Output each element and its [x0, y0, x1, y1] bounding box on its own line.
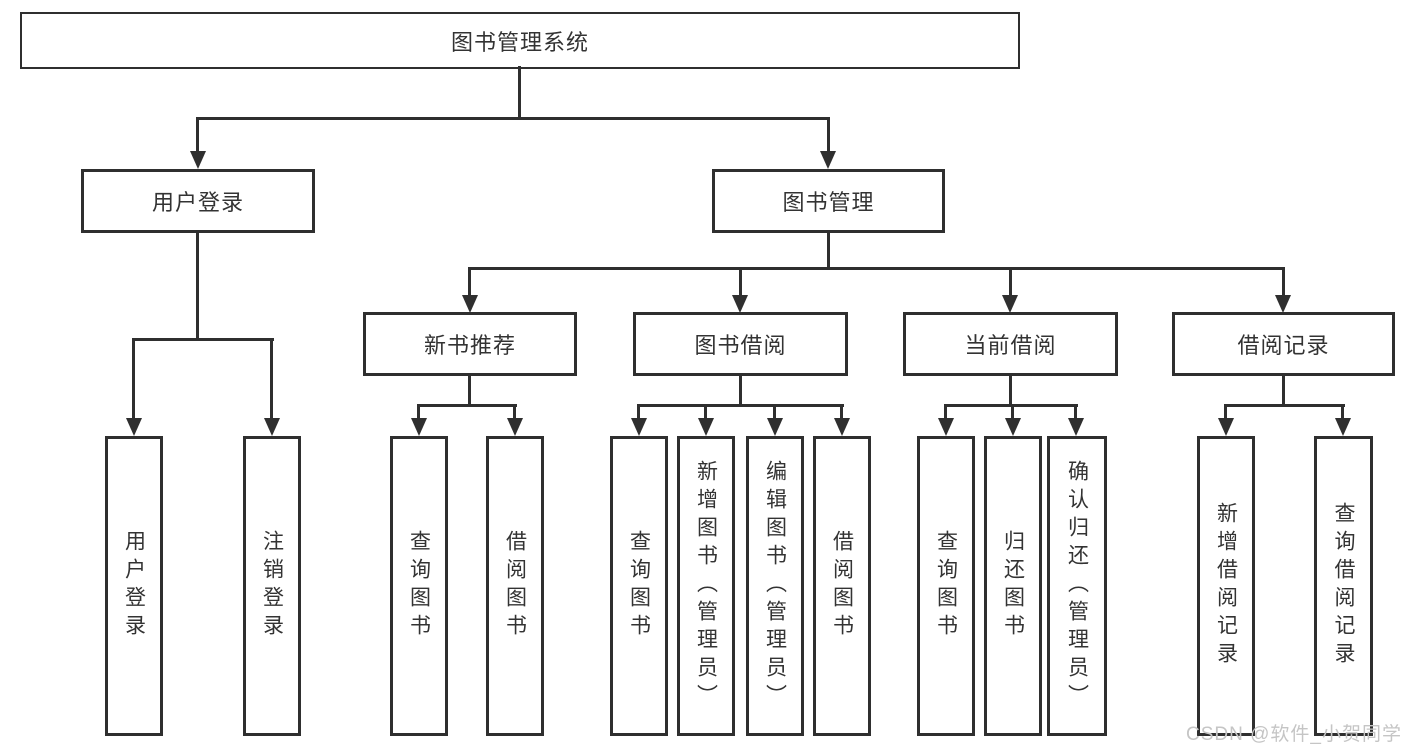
connector-line [827, 117, 830, 153]
connector-line [1341, 404, 1344, 421]
leaf-borrow-book-2-label: 借阅图书 [830, 530, 854, 642]
leaf-add-book-admin-label: 新增图书（管理员） [694, 460, 718, 712]
connector-line [637, 404, 844, 407]
arrow-down-icon [264, 418, 280, 436]
connector-line [944, 404, 947, 421]
node-root: 图书管理系统 [20, 12, 1020, 69]
watermark: CSDN @软件_小贺同学 [1186, 724, 1402, 745]
connector-line [196, 117, 830, 120]
connector-line [1282, 267, 1285, 297]
connector-line [773, 404, 776, 421]
connector-line [1074, 404, 1077, 421]
arrow-down-icon [1275, 295, 1291, 313]
connector-line [196, 231, 199, 341]
leaf-confirm-return-admin: 确认归还（管理员） [1047, 436, 1107, 736]
leaf-return-book: 归还图书 [984, 436, 1042, 736]
connector-line [1009, 267, 1012, 297]
connector-line [417, 404, 517, 407]
arrow-down-icon [1068, 418, 1084, 436]
connector-line [1224, 404, 1345, 407]
connector-line [637, 404, 640, 421]
connector-line [518, 66, 521, 120]
node-book-borrowing: 图书借阅 [633, 312, 848, 376]
leaf-add-book-admin: 新增图书（管理员） [677, 436, 735, 736]
leaf-edit-book-admin: 编辑图书（管理员） [746, 436, 804, 736]
arrow-down-icon [820, 151, 836, 169]
leaf-user-login-label: 用户登录 [122, 530, 146, 642]
connector-line [1011, 404, 1014, 421]
leaf-borrow-book-1: 借阅图书 [486, 436, 544, 736]
node-current-borrowing: 当前借阅 [903, 312, 1118, 376]
arrow-down-icon [462, 295, 478, 313]
leaf-query-book-1: 查询图书 [390, 436, 448, 736]
arrow-down-icon [1218, 418, 1234, 436]
connector-line [840, 404, 843, 421]
arrow-down-icon [507, 418, 523, 436]
connector-line [739, 267, 742, 297]
leaf-query-book-2-label: 查询图书 [627, 530, 651, 642]
node-borrowing-records: 借阅记录 [1172, 312, 1395, 376]
leaf-query-book-3: 查询图书 [917, 436, 975, 736]
connector-line [1282, 374, 1285, 407]
leaf-logout-login-label: 注销登录 [260, 530, 284, 642]
arrow-down-icon [834, 418, 850, 436]
node-user-login: 用户登录 [81, 169, 315, 233]
connector-line [196, 117, 199, 153]
connector-line [132, 338, 135, 421]
arrow-down-icon [126, 418, 142, 436]
leaf-query-book-3-label: 查询图书 [934, 530, 958, 642]
leaf-query-borrow-record: 查询借阅记录 [1314, 436, 1373, 736]
arrow-down-icon [1005, 418, 1021, 436]
connector-line [1224, 404, 1227, 421]
connector-line [417, 404, 420, 421]
leaf-edit-book-admin-label: 编辑图书（管理员） [763, 460, 787, 712]
arrow-down-icon [631, 418, 647, 436]
connector-line [468, 267, 471, 297]
connector-line [704, 404, 707, 421]
arrow-down-icon [1002, 295, 1018, 313]
arrow-down-icon [411, 418, 427, 436]
arrow-down-icon [698, 418, 714, 436]
arrow-down-icon [732, 295, 748, 313]
arrow-down-icon [1335, 418, 1351, 436]
leaf-borrow-book-2: 借阅图书 [813, 436, 871, 736]
arrow-down-icon [190, 151, 206, 169]
arrow-down-icon [938, 418, 954, 436]
leaf-return-book-label: 归还图书 [1001, 530, 1025, 642]
arrow-down-icon [767, 418, 783, 436]
connector-line [739, 374, 742, 407]
leaf-logout-login: 注销登录 [243, 436, 301, 736]
leaf-confirm-return-admin-label: 确认归还（管理员） [1065, 460, 1089, 712]
connector-line [270, 338, 273, 421]
leaf-query-book-2: 查询图书 [610, 436, 668, 736]
leaf-user-login: 用户登录 [105, 436, 163, 736]
leaf-query-book-1-label: 查询图书 [407, 530, 431, 642]
leaf-add-borrow-record: 新增借阅记录 [1197, 436, 1255, 736]
connector-line [132, 338, 274, 341]
leaf-add-borrow-record-label: 新增借阅记录 [1214, 502, 1238, 670]
connector-line [1009, 374, 1012, 407]
connector-line [827, 231, 830, 269]
leaf-borrow-book-1-label: 借阅图书 [503, 530, 527, 642]
node-book-management: 图书管理 [712, 169, 945, 233]
connector-line [468, 374, 471, 407]
leaf-query-borrow-record-label: 查询借阅记录 [1332, 502, 1355, 670]
connector-line [513, 404, 516, 421]
node-new-book-recommend: 新书推荐 [363, 312, 577, 376]
connector-line [468, 267, 1284, 270]
